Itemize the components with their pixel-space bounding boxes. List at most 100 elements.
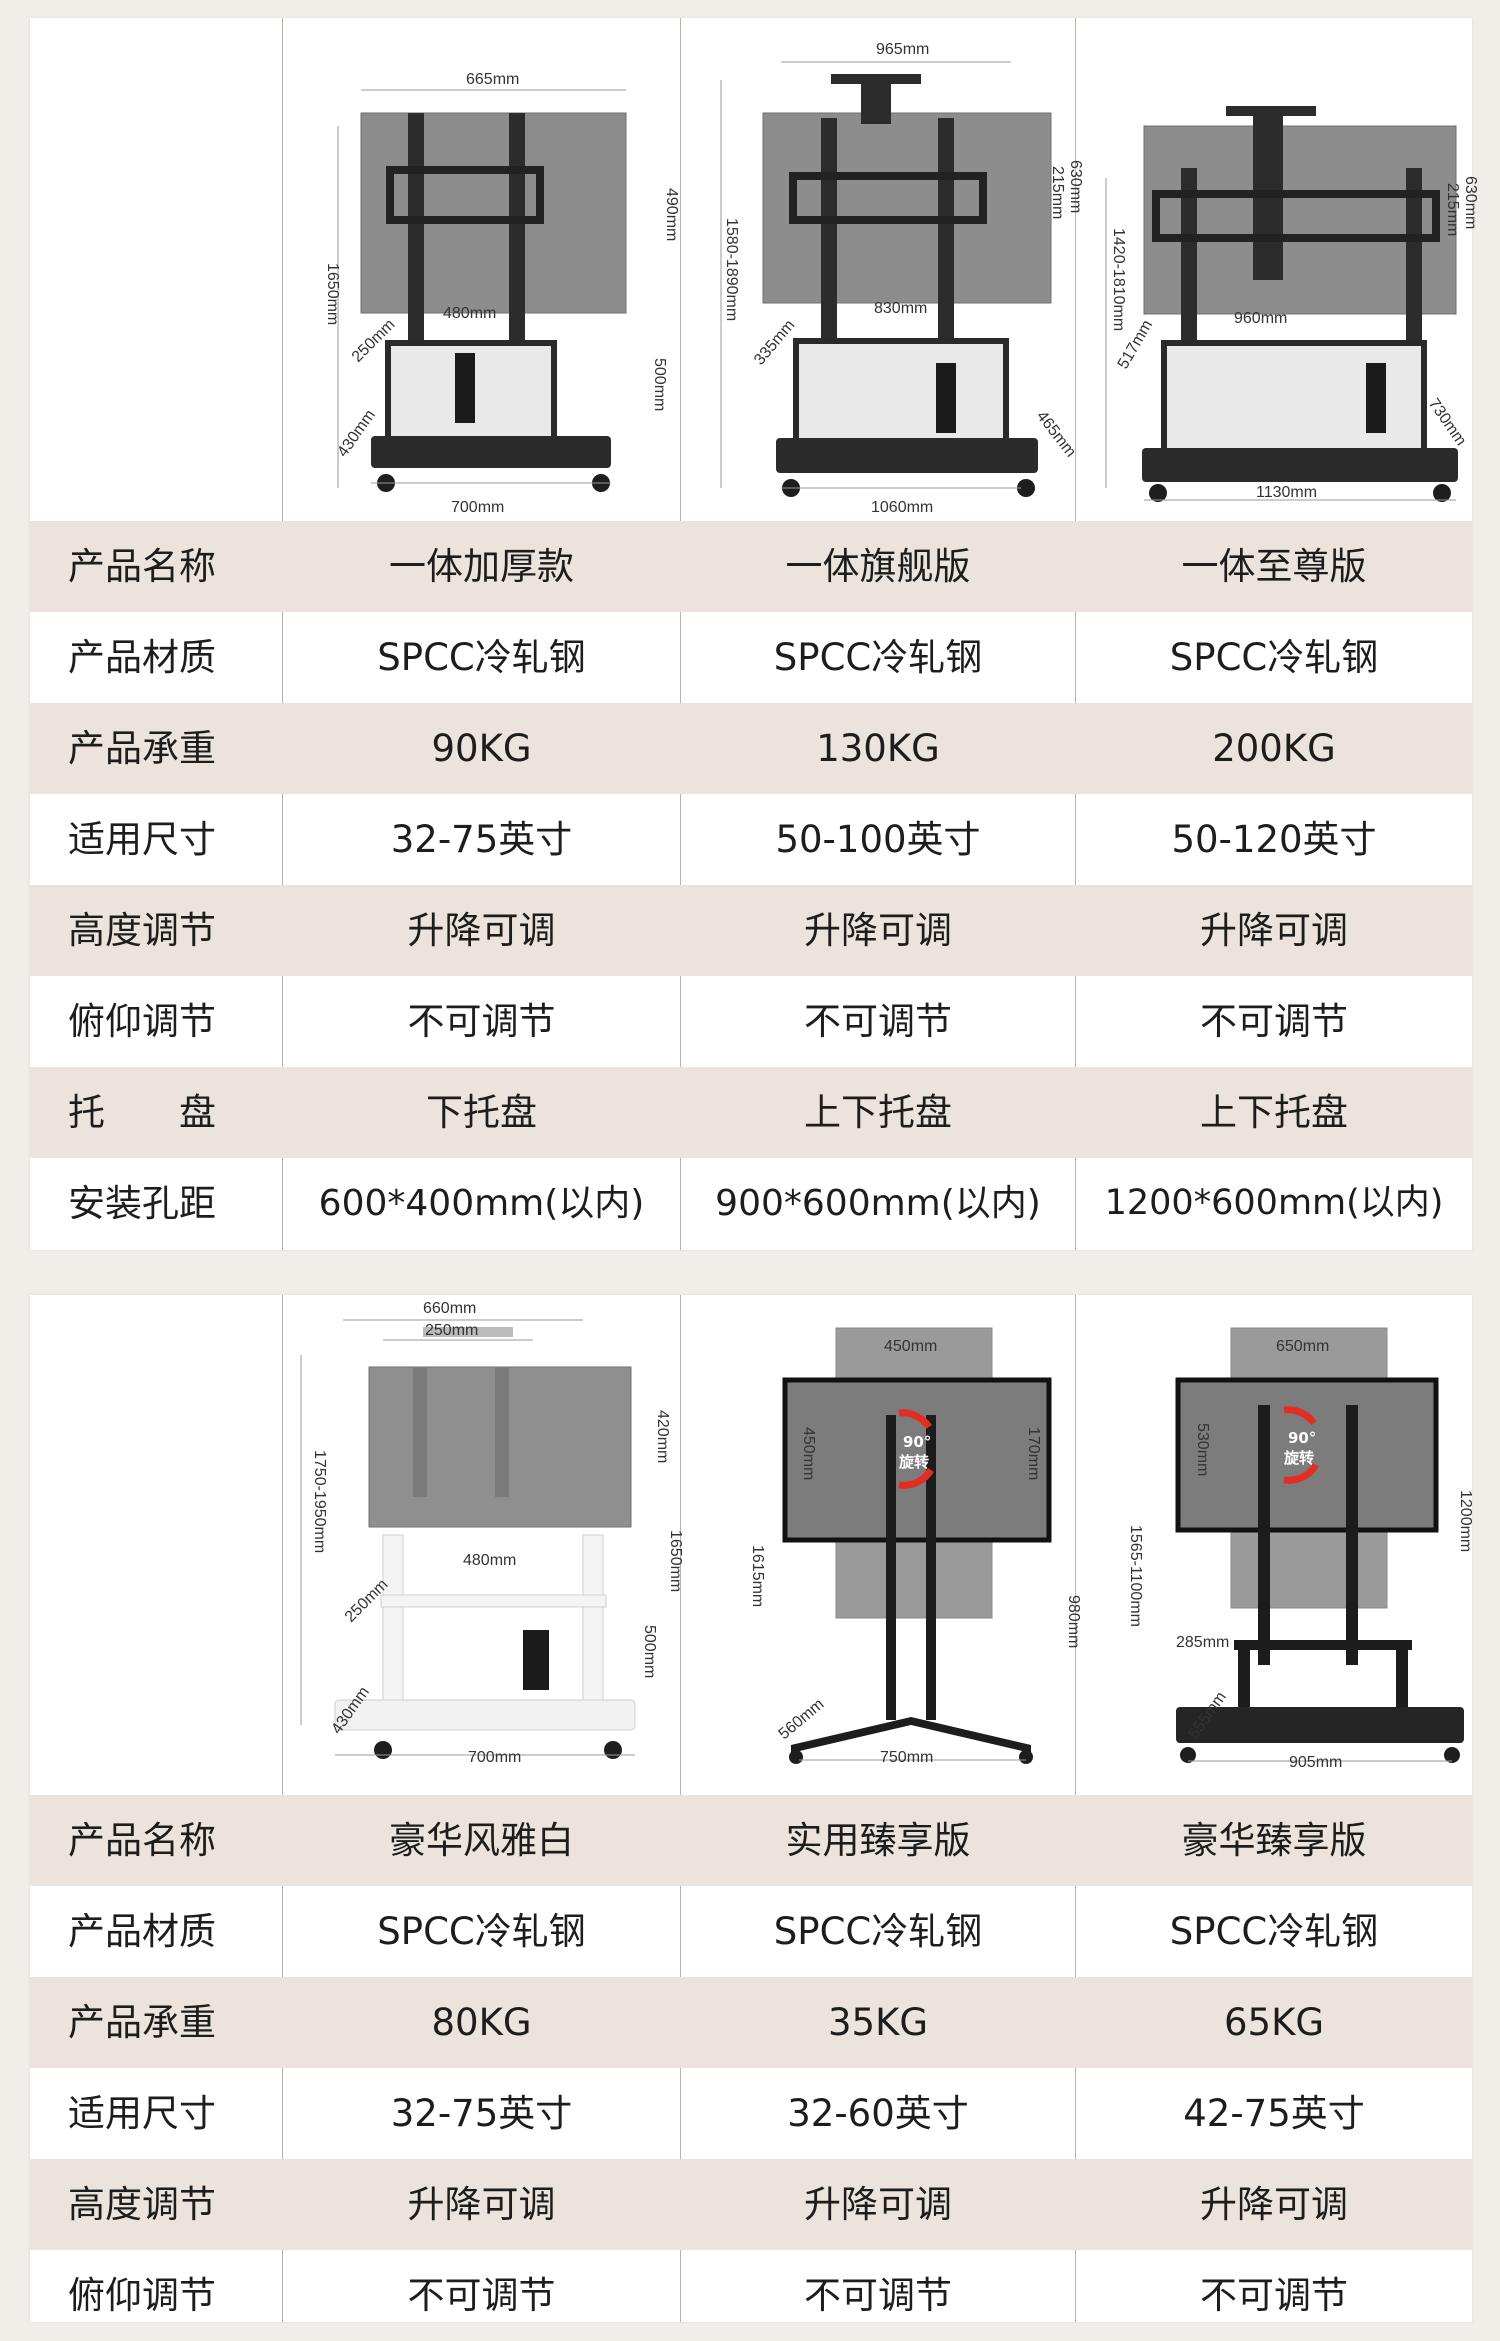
table-row: 俯仰调节 不可调节 不可调节 不可调节 bbox=[30, 976, 1472, 1067]
dim-label: 500mm bbox=[651, 358, 668, 411]
cell: SPCC冷轧钢 bbox=[773, 1910, 983, 1953]
cell: 一体旗舰版 bbox=[785, 545, 971, 588]
cell: 35KG bbox=[827, 2001, 928, 2044]
cell: 一体至尊版 bbox=[1181, 545, 1367, 588]
dim-label: 1420-1810mm bbox=[1110, 228, 1127, 331]
dim-label: 500mm bbox=[641, 1625, 658, 1678]
dim-label: 465mm bbox=[1033, 408, 1079, 461]
cell: SPCC冷轧钢 bbox=[377, 636, 586, 679]
dim-label: 450mm bbox=[884, 1338, 937, 1355]
dim-label: 490mm bbox=[663, 188, 680, 241]
table-row: 托 盘 下托盘 上下托盘 上下托盘 bbox=[30, 1067, 1472, 1158]
cell: SPCC冷轧钢 bbox=[377, 1910, 586, 1953]
dim-label: 1200mm bbox=[1457, 1490, 1474, 1552]
cell: 下托盘 bbox=[426, 1091, 537, 1134]
cell: 900*600mm(以内) bbox=[715, 1183, 1041, 1224]
product-image-4: 660mm 250mm 420mm 1750-1950mm 480mm 1650… bbox=[283, 1295, 684, 1795]
cell: 200KG bbox=[1212, 727, 1336, 770]
table-row: 俯仰调节 不可调节 不可调节 不可调节 bbox=[30, 2250, 1472, 2341]
table-row: 适用尺寸 32-75英寸 32-60英寸 42-75英寸 bbox=[30, 2068, 1472, 2159]
product-image-5: 90° 旋转 450mm 450mm 170mm 1615mm 980mm 56… bbox=[681, 1295, 1082, 1795]
rotate-label: 旋转 bbox=[1283, 1449, 1314, 1467]
cell: 32-75英寸 bbox=[390, 818, 573, 861]
dim-label: 905mm bbox=[1289, 1754, 1342, 1771]
cell: SPCC冷轧钢 bbox=[1169, 1910, 1379, 1953]
row-label: 适用尺寸 bbox=[68, 818, 216, 861]
cell: 不可调节 bbox=[407, 2274, 556, 2317]
spec-table-2: 660mm 250mm 420mm 1750-1950mm 480mm 1650… bbox=[30, 1295, 1474, 2322]
cell: 不可调节 bbox=[407, 1000, 556, 1043]
dim-label: 1615mm bbox=[749, 1545, 766, 1607]
cell: 升降可调 bbox=[1200, 2183, 1348, 2226]
product-image-2: 965mm 215mm 630mm 1580-1890mm 830mm 335m… bbox=[681, 18, 1084, 521]
dim-label: 1750-1950mm bbox=[311, 1450, 328, 1553]
row-label: 产品名称 bbox=[68, 1819, 216, 1862]
row-label: 俯仰调节 bbox=[68, 1000, 216, 1043]
cell: 上下托盘 bbox=[1200, 1091, 1348, 1134]
dim-label: 215mm bbox=[1444, 183, 1461, 236]
dim-label: 1565-1100mm bbox=[1127, 1525, 1144, 1627]
cell: 不可调节 bbox=[804, 1000, 952, 1043]
cell: SPCC冷轧钢 bbox=[773, 636, 983, 679]
cell: 65KG bbox=[1223, 2001, 1324, 2044]
dim-label: 965mm bbox=[876, 41, 929, 58]
cell: 实用臻享版 bbox=[785, 1819, 971, 1862]
cell: 1200*600mm(以内) bbox=[1104, 1183, 1444, 1223]
row-label: 俯仰调节 bbox=[68, 2274, 216, 2317]
table-row: 安装孔距 600*400mm(以内) 900*600mm(以内) 1200*60… bbox=[30, 1158, 1472, 1249]
cell: 升降可调 bbox=[804, 909, 952, 952]
product-image-1: 665mm 490mm 1650mm 480mm 250mm 500mm 430… bbox=[283, 18, 680, 521]
row-label: 产品承重 bbox=[68, 2001, 216, 2044]
dim-label: 480mm bbox=[443, 305, 496, 322]
dim-label: 700mm bbox=[468, 1749, 521, 1766]
cell: 豪华臻享版 bbox=[1181, 1819, 1367, 1862]
cell: 50-100英寸 bbox=[775, 818, 981, 861]
dim-label: 170mm bbox=[1025, 1427, 1042, 1480]
table-row: 高度调节 升降可调 升降可调 升降可调 bbox=[30, 885, 1472, 976]
cell: 80KG bbox=[431, 2001, 532, 2044]
rotate-label: 90° bbox=[1288, 1429, 1316, 1447]
rotate-label: 90° bbox=[903, 1433, 931, 1451]
cell: 升降可调 bbox=[407, 2183, 556, 2226]
row-label: 产品名称 bbox=[68, 545, 216, 588]
dim-label: 335mm bbox=[751, 317, 798, 369]
cell: 不可调节 bbox=[804, 2274, 952, 2317]
cell: 升降可调 bbox=[407, 909, 556, 952]
cell: 130KG bbox=[816, 727, 940, 770]
dim-label: 630mm bbox=[1462, 176, 1479, 229]
cell: 32-75英寸 bbox=[390, 2092, 573, 2135]
dim-label: 1060mm bbox=[871, 499, 933, 516]
table-row: 产品材质 SPCC冷轧钢 SPCC冷轧钢 SPCC冷轧钢 bbox=[30, 612, 1472, 703]
cell: 600*400mm(以内) bbox=[318, 1183, 645, 1224]
cell: 50-120英寸 bbox=[1171, 818, 1377, 861]
product-image-row: 660mm 250mm 420mm 1750-1950mm 480mm 1650… bbox=[30, 1295, 1474, 1795]
cell: 豪华风雅白 bbox=[389, 1819, 574, 1862]
cell: 42-75英寸 bbox=[1183, 2092, 1365, 2135]
dim-label: 660mm bbox=[423, 1300, 476, 1317]
table-row: 产品名称 一体加厚款 一体旗舰版 一体至尊版 bbox=[30, 521, 1472, 612]
dim-label: 830mm bbox=[874, 300, 927, 317]
dim-label: 1130mm bbox=[1256, 484, 1317, 501]
product-image-row: 665mm 490mm 1650mm 480mm 250mm 500mm 430… bbox=[30, 18, 1479, 521]
cell: 不可调节 bbox=[1200, 1000, 1348, 1043]
cell: 不可调节 bbox=[1200, 2274, 1348, 2317]
dim-label: 750mm bbox=[880, 1749, 933, 1766]
dim-label: 1650mm bbox=[667, 1530, 684, 1592]
dim-label: 630mm bbox=[1067, 160, 1084, 213]
dim-label: 665mm bbox=[466, 71, 519, 88]
row-label: 产品材质 bbox=[68, 636, 216, 679]
dim-label: 420mm bbox=[654, 1410, 671, 1463]
product-image-3: 215mm 630mm 1420-1810mm 960mm 517mm 730m… bbox=[1076, 18, 1479, 521]
table-row: 产品承重 80KG 35KG 65KG bbox=[30, 1977, 1472, 2068]
table-row: 适用尺寸 32-75英寸 50-100英寸 50-120英寸 bbox=[30, 794, 1472, 885]
dim-label: 215mm bbox=[1049, 166, 1066, 219]
table-row: 产品名称 豪华风雅白 实用臻享版 豪华臻享版 bbox=[30, 1795, 1472, 1886]
cell: 一体加厚款 bbox=[389, 545, 574, 588]
row-label: 高度调节 bbox=[68, 909, 216, 952]
rotate-label: 旋转 bbox=[898, 1453, 929, 1471]
table-row: 产品材质 SPCC冷轧钢 SPCC冷轧钢 SPCC冷轧钢 bbox=[30, 1886, 1472, 1977]
dim-label: 285mm bbox=[1176, 1634, 1229, 1651]
cell: 升降可调 bbox=[804, 2183, 952, 2226]
row-label: 高度调节 bbox=[68, 2183, 216, 2226]
dim-label: 450mm bbox=[800, 1427, 817, 1480]
